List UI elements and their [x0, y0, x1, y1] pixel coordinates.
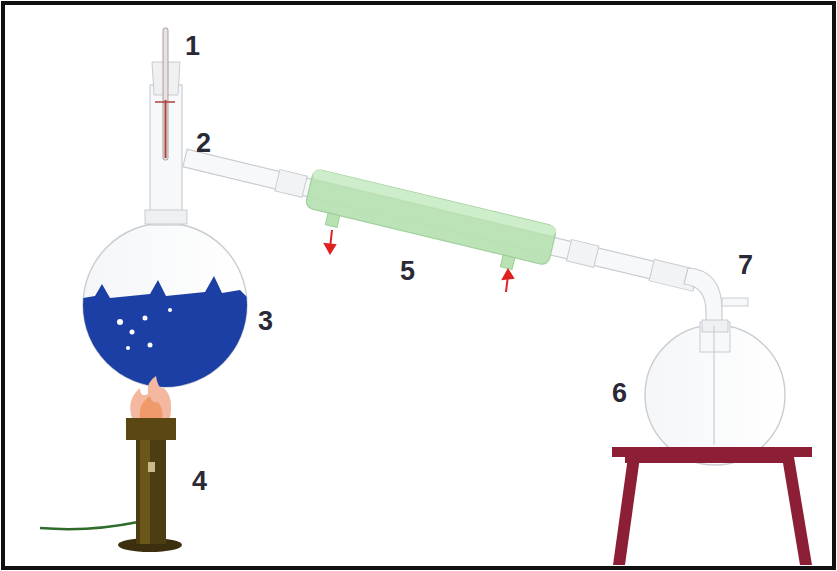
thermometer: [155, 28, 175, 160]
vent-tube: [722, 298, 748, 306]
callout-number: 4: [192, 468, 207, 495]
callout-number: 6: [612, 380, 627, 407]
stand: [612, 447, 812, 565]
callout-number: 2: [196, 130, 211, 157]
condenser: [178, 139, 701, 312]
adapter: [684, 268, 722, 326]
callout-number: 7: [738, 252, 753, 279]
callout-number: 5: [400, 258, 415, 285]
callout-number: 1: [185, 33, 200, 60]
callout-number: 3: [258, 308, 273, 335]
bunsen-burner: [40, 376, 182, 552]
distilling-flask: [70, 220, 260, 400]
receiving-flask: [645, 320, 785, 465]
water-flow-arrows: [325, 230, 513, 292]
frame: [3, 3, 834, 568]
